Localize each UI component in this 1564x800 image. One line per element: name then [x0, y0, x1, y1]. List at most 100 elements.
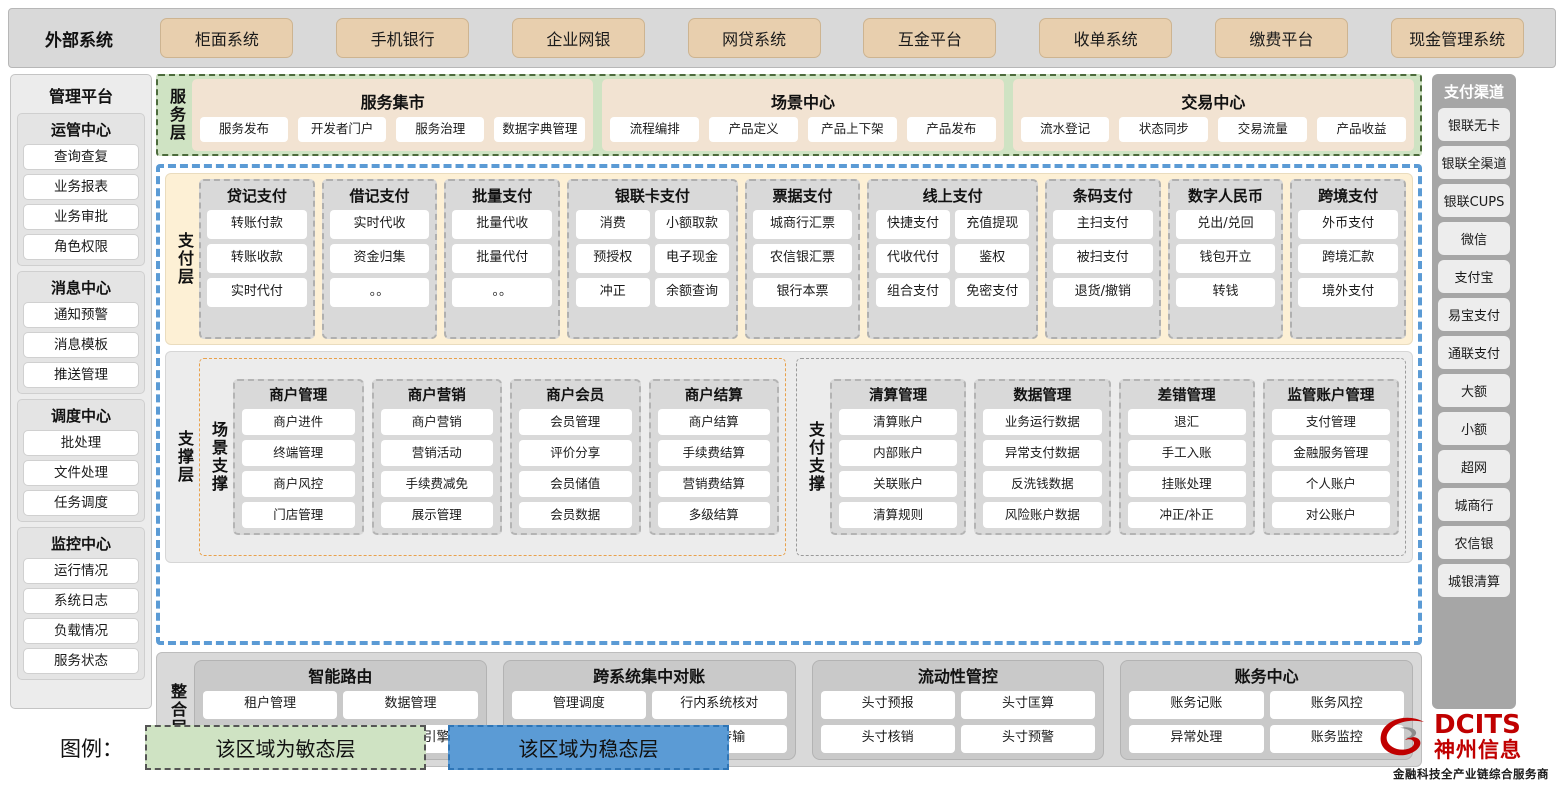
payment-item[interactable]: 转账付款 — [207, 210, 307, 239]
payment-channel-item[interactable]: 小额 — [1438, 412, 1510, 445]
management-item[interactable]: 服务状态 — [23, 648, 139, 674]
support-item[interactable]: 冲正/补正 — [1127, 502, 1246, 528]
payment-item[interactable]: 实时代收 — [329, 210, 430, 239]
payment-item[interactable]: 。。 — [452, 278, 553, 307]
external-system-chip[interactable]: 现金管理系统 — [1390, 18, 1524, 58]
payment-item[interactable]: 余额查询 — [654, 278, 730, 307]
support-item[interactable]: 展示管理 — [380, 502, 494, 528]
integration-item[interactable]: 头寸预报 — [820, 690, 955, 719]
payment-channel-item[interactable]: 城商行 — [1438, 488, 1510, 521]
management-item[interactable]: 业务审批 — [23, 204, 139, 230]
support-item[interactable]: 个人账户 — [1271, 471, 1390, 497]
payment-item[interactable]: 鉴权 — [955, 244, 1030, 273]
management-item[interactable]: 查询查复 — [23, 144, 139, 170]
payment-item[interactable]: 。。 — [329, 278, 430, 307]
payment-item[interactable]: 小额取款 — [654, 210, 730, 239]
payment-channel-item[interactable]: 银联无卡 — [1438, 108, 1510, 141]
service-item[interactable]: 服务发布 — [200, 116, 289, 142]
support-item[interactable]: 金融服务管理 — [1271, 440, 1390, 466]
integration-item[interactable]: 头寸预警 — [960, 724, 1096, 753]
payment-channel-item[interactable]: 城银清算 — [1438, 564, 1510, 597]
payment-item[interactable]: 境外支付 — [1298, 278, 1399, 307]
payment-channel-item[interactable]: 超网 — [1438, 450, 1510, 483]
support-item[interactable]: 商户风控 — [242, 471, 355, 497]
support-item[interactable]: 会员数据 — [519, 502, 632, 528]
payment-channel-item[interactable]: 通联支付 — [1438, 336, 1510, 369]
integration-item[interactable]: 账务记账 — [1129, 690, 1264, 719]
integration-item[interactable]: 头寸核销 — [820, 724, 955, 753]
payment-item[interactable]: 电子现金 — [654, 244, 730, 273]
payment-item[interactable]: 消费 — [575, 210, 650, 239]
payment-channel-item[interactable]: 银联全渠道 — [1438, 146, 1510, 179]
payment-item[interactable]: 快捷支付 — [875, 210, 951, 239]
payment-item[interactable]: 银行本票 — [752, 278, 853, 307]
integration-item[interactable]: 管理调度 — [511, 690, 647, 719]
payment-channel-item[interactable]: 支付宝 — [1438, 260, 1510, 293]
payment-item[interactable]: 钱包开立 — [1175, 244, 1276, 273]
service-item[interactable]: 产品发布 — [906, 116, 996, 142]
management-item[interactable]: 负载情况 — [23, 618, 139, 644]
service-item[interactable]: 数据字典管理 — [494, 116, 586, 142]
integration-item[interactable]: 账务监控 — [1269, 724, 1404, 753]
support-item[interactable]: 挂账处理 — [1127, 471, 1246, 497]
management-item[interactable]: 文件处理 — [23, 460, 139, 486]
payment-item[interactable]: 冲正 — [575, 278, 650, 307]
payment-item[interactable]: 组合支付 — [875, 278, 951, 307]
payment-item[interactable]: 外币支付 — [1298, 210, 1399, 239]
support-item[interactable]: 商户进件 — [242, 409, 355, 435]
integration-item[interactable]: 头寸匡算 — [960, 690, 1096, 719]
external-system-chip[interactable]: 手机银行 — [336, 18, 470, 58]
payment-item[interactable]: 实时代付 — [207, 278, 307, 307]
external-system-chip[interactable]: 网贷系统 — [687, 18, 821, 58]
payment-item[interactable]: 退货/撤销 — [1052, 278, 1153, 307]
support-item[interactable]: 评价分享 — [519, 440, 632, 466]
support-item[interactable]: 手工入账 — [1127, 440, 1246, 466]
payment-item[interactable]: 批量代收 — [452, 210, 553, 239]
support-item[interactable]: 营销费结算 — [657, 471, 771, 497]
payment-item[interactable]: 农信银汇票 — [752, 244, 853, 273]
payment-channel-item[interactable]: 微信 — [1438, 222, 1510, 255]
external-system-chip[interactable]: 柜面系统 — [160, 18, 294, 58]
payment-item[interactable]: 预授权 — [575, 244, 650, 273]
support-item[interactable]: 门店管理 — [242, 502, 355, 528]
support-item[interactable]: 清算账户 — [839, 409, 958, 435]
support-item[interactable]: 商户结算 — [657, 409, 771, 435]
integration-item[interactable]: 异常处理 — [1129, 724, 1264, 753]
service-item[interactable]: 交易流量 — [1218, 116, 1308, 142]
management-item[interactable]: 任务调度 — [23, 490, 139, 516]
payment-item[interactable]: 兑出/兑回 — [1175, 210, 1276, 239]
service-item[interactable]: 流程编排 — [610, 116, 700, 142]
service-item[interactable]: 状态同步 — [1119, 116, 1209, 142]
support-item[interactable]: 内部账户 — [839, 440, 958, 466]
payment-channel-item[interactable]: 农信银 — [1438, 526, 1510, 559]
support-item[interactable]: 对公账户 — [1271, 502, 1390, 528]
integration-item[interactable]: 数据管理 — [343, 690, 478, 719]
support-item[interactable]: 风险账户数据 — [983, 502, 1102, 528]
support-item[interactable]: 营销活动 — [380, 440, 494, 466]
external-system-chip[interactable]: 收单系统 — [1039, 18, 1173, 58]
management-item[interactable]: 业务报表 — [23, 174, 139, 200]
external-system-chip[interactable]: 缴费平台 — [1214, 18, 1348, 58]
support-item[interactable]: 终端管理 — [242, 440, 355, 466]
management-item[interactable]: 消息模板 — [23, 332, 139, 358]
service-item[interactable]: 开发者门户 — [298, 116, 387, 142]
payment-channel-item[interactable]: 银联CUPS — [1438, 184, 1510, 217]
support-item[interactable]: 多级结算 — [657, 502, 771, 528]
payment-item[interactable]: 充值提现 — [955, 210, 1030, 239]
support-item[interactable]: 清算规则 — [839, 502, 958, 528]
management-item[interactable]: 角色权限 — [23, 234, 139, 260]
payment-item[interactable]: 主扫支付 — [1052, 210, 1153, 239]
payment-item[interactable]: 转账收款 — [207, 244, 307, 273]
support-item[interactable]: 异常支付数据 — [983, 440, 1102, 466]
support-item[interactable]: 手续费减免 — [380, 471, 494, 497]
management-item[interactable]: 系统日志 — [23, 588, 139, 614]
integration-item[interactable]: 账务风控 — [1269, 690, 1404, 719]
payment-item[interactable]: 转钱 — [1175, 278, 1276, 307]
support-item[interactable]: 反洗钱数据 — [983, 471, 1102, 497]
service-item[interactable]: 产品上下架 — [807, 116, 897, 142]
payment-item[interactable]: 免密支付 — [955, 278, 1030, 307]
support-item[interactable]: 手续费结算 — [657, 440, 771, 466]
service-item[interactable]: 产品收益 — [1317, 116, 1406, 142]
integration-item[interactable]: 行内系统核对 — [652, 690, 787, 719]
service-item[interactable]: 服务治理 — [396, 116, 485, 142]
